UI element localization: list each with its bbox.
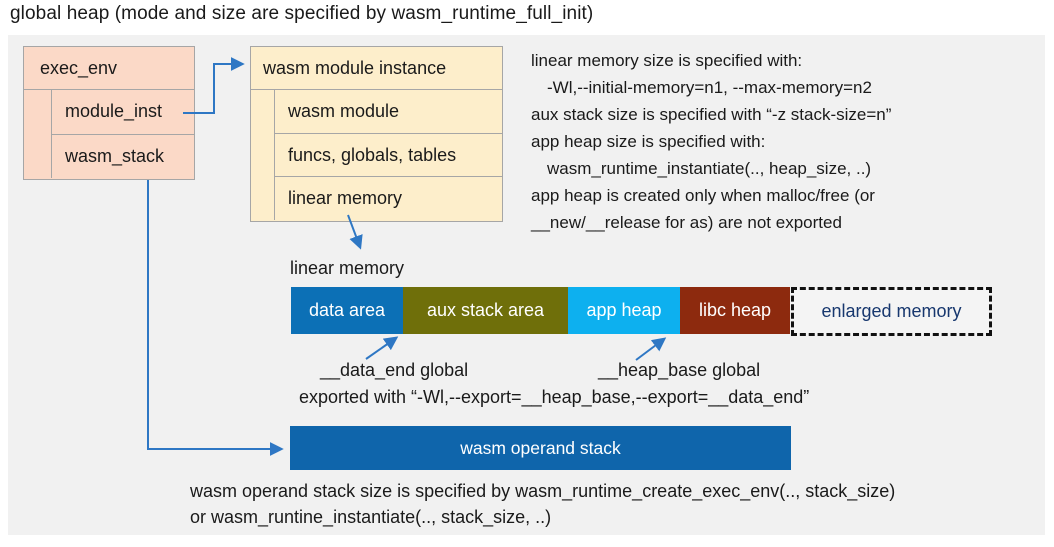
operand-stack-bar: wasm operand stack <box>290 426 791 470</box>
diagram-title: global heap (mode and size are specified… <box>10 3 594 24</box>
export-note: exported with “-Wl,--export=__heap_base,… <box>299 387 810 407</box>
right-notes: linear memory size is specified with: -W… <box>531 47 891 236</box>
exec-env-header: exec_env <box>24 47 194 90</box>
module-instance-box: wasm module instance wasm module funcs, … <box>250 46 503 222</box>
bottom-notes: wasm operand stack size is specified by … <box>190 478 895 530</box>
segment-app-heap: app heap <box>568 287 680 334</box>
segment-data-area: data area <box>291 287 403 334</box>
segment-libc-heap: libc heap <box>680 287 790 334</box>
exec-env-indent-column <box>24 90 52 178</box>
exec-env-box: exec_env module_inst wasm_stack <box>23 46 195 180</box>
note-line: linear memory size is specified with: <box>531 51 803 70</box>
exec-env-body: module_inst wasm_stack <box>24 90 194 178</box>
exec-env-row-module-inst: module_inst <box>52 90 194 135</box>
note-line: __new/__release for as) are not exported <box>531 213 842 232</box>
note-line: aux stack size is specified with “-z sta… <box>531 105 892 124</box>
note-line: app heap size is specified with: <box>531 132 766 151</box>
heap-base-label: __heap_base global <box>598 360 761 380</box>
memory-bar: data area aux stack area app heap libc h… <box>291 287 790 334</box>
note-line: app heap is created only when malloc/fre… <box>531 186 875 205</box>
module-instance-header: wasm module instance <box>251 47 502 90</box>
module-instance-indent-column <box>251 90 275 220</box>
note-line: -Wl,--initial-memory=n1, --max-memory=n2 <box>547 78 872 97</box>
module-row-funcs-globals-tables: funcs, globals, tables <box>275 134 502 178</box>
module-row-linear-memory: linear memory <box>288 188 403 209</box>
module-instance-body: wasm module funcs, globals, tables linea… <box>251 90 502 220</box>
linear-memory-label: linear memory <box>290 258 405 278</box>
bottom-note-line2: or wasm_runtine_instantiate(.., stack_si… <box>190 507 552 527</box>
bottom-note-line1: wasm operand stack size is specified by … <box>190 481 896 501</box>
exec-env-row-wasm-stack: wasm_stack <box>65 145 165 166</box>
data-end-label: __data_end global <box>320 360 469 380</box>
note-line: wasm_runtime_instantiate(.., heap_size, … <box>547 159 872 178</box>
module-row-wasm-module: wasm module <box>275 90 502 134</box>
segment-aux-stack-area: aux stack area <box>403 287 568 334</box>
enlarged-memory-box: enlarged memory <box>791 287 992 336</box>
